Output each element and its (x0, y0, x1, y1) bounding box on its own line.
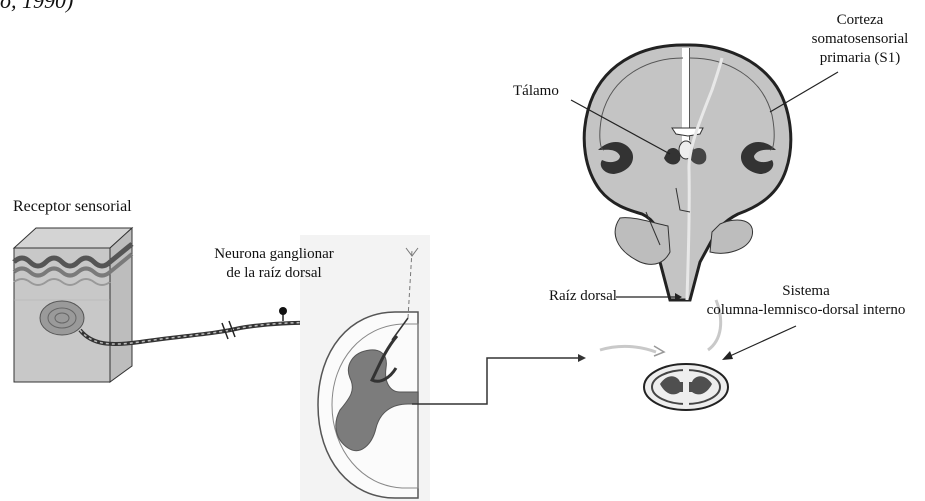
label-ganglion-line2: de la raíz dorsal (194, 264, 354, 283)
label-cortex-line2: somatosensorial (800, 30, 920, 49)
label-cortex-line3: primaria (S1) (800, 49, 920, 68)
label-cortex: Corteza somatosensorial primaria (S1) (800, 11, 920, 68)
label-receptor-sensorial: Receptor sensorial (13, 197, 132, 216)
skin-receptor-illustration (14, 228, 132, 382)
label-system-line1: Sistema (688, 282, 924, 301)
label-dorsal-root: Raíz dorsal (549, 287, 617, 306)
ganglion-cell-body (279, 307, 287, 315)
system-leader (730, 326, 796, 356)
label-ganglion-line1: Neurona ganglionar (194, 245, 354, 264)
label-cortex-line1: Corteza (800, 11, 920, 30)
brain-coronal-section (584, 45, 791, 300)
connector-arrow (412, 354, 586, 404)
label-lemniscal-system: Sistema columna-lemnisco-dorsal interno (688, 282, 924, 320)
label-thalamus: Tálamo (513, 82, 559, 101)
label-system-line2: columna-lemnisco-dorsal interno (688, 301, 924, 320)
label-ganglion-neuron: Neurona ganglionar de la raíz dorsal (194, 245, 354, 283)
